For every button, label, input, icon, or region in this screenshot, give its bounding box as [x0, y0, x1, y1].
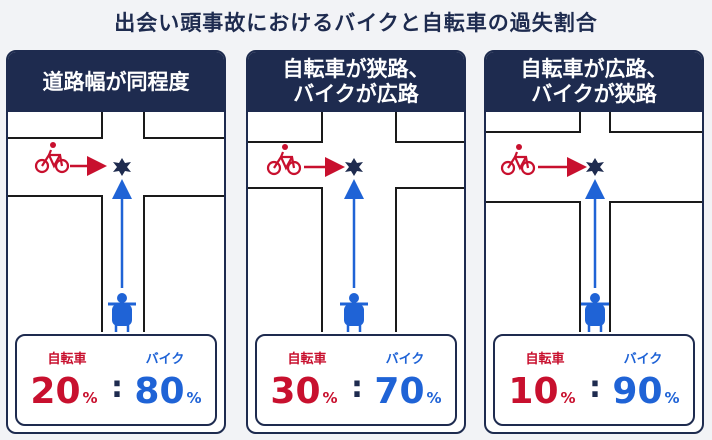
motorcycle-ratio: 90% — [612, 371, 680, 412]
road-edges — [8, 112, 224, 332]
ratio-colon: : — [351, 370, 363, 405]
motorcycle-label: バイク — [385, 352, 425, 367]
panel-header: 道路幅が同程度 — [8, 52, 224, 112]
fault-ratio-box: 自転車 バイク 30% : 70% — [255, 334, 457, 426]
main-title: 出会い頭事故におけるバイクと自転車の過失割合 — [114, 11, 598, 35]
collision-icon — [586, 158, 604, 176]
intersection-diagram — [248, 112, 464, 332]
fault-ratio-box: 自転車 バイク 20% : 80% — [15, 334, 217, 426]
panel-header-text: 自転車が狭路、 バイクが広路 — [282, 57, 430, 106]
collision-icon — [113, 158, 131, 176]
ratio-colon: : — [589, 370, 601, 405]
bicycle-icon — [500, 144, 536, 176]
panel-header: 自転車が広路、 バイクが狭路 — [486, 52, 702, 112]
intersection-diagram — [8, 112, 224, 332]
motorcycle-label: バイク — [623, 352, 663, 367]
intersection-diagram — [486, 112, 702, 332]
fault-ratio-box: 自転車 バイク 10% : 90% — [493, 334, 695, 426]
bicycle-icon — [34, 142, 70, 174]
motorcycle-ratio: 80% — [134, 371, 202, 412]
road-edges — [486, 112, 702, 332]
panel-bicycle-narrow: 自転車が狭路、 バイクが広路 自転車 — [246, 50, 466, 434]
bicycle-icon — [266, 144, 302, 176]
bicycle-label: 自転車 — [525, 352, 565, 367]
bicycle-ratio: 30% — [270, 371, 338, 412]
panel-header: 自転車が狭路、 バイクが広路 — [248, 52, 464, 112]
motorcycle-icon — [340, 293, 368, 332]
panel-equal-width: 道路幅が同程度 自転車 バイク — [6, 50, 226, 434]
panel-bicycle-wide: 自転車が広路、 バイクが狭路 自転車 — [484, 50, 704, 434]
bicycle-label: 自転車 — [287, 352, 327, 367]
motorcycle-icon — [108, 293, 136, 332]
collision-icon — [345, 158, 363, 176]
bicycle-ratio: 20% — [30, 371, 98, 412]
ratio-colon: : — [111, 370, 123, 405]
bicycle-ratio: 10% — [508, 371, 576, 412]
bicycle-label: 自転車 — [47, 352, 87, 367]
motorcycle-icon — [581, 293, 609, 332]
road-edges — [248, 112, 464, 332]
motorcycle-label: バイク — [145, 352, 185, 367]
panel-header-text: 道路幅が同程度 — [42, 69, 190, 94]
panel-header-text: 自転車が広路、 バイクが狭路 — [520, 57, 668, 106]
motorcycle-ratio: 70% — [374, 371, 442, 412]
